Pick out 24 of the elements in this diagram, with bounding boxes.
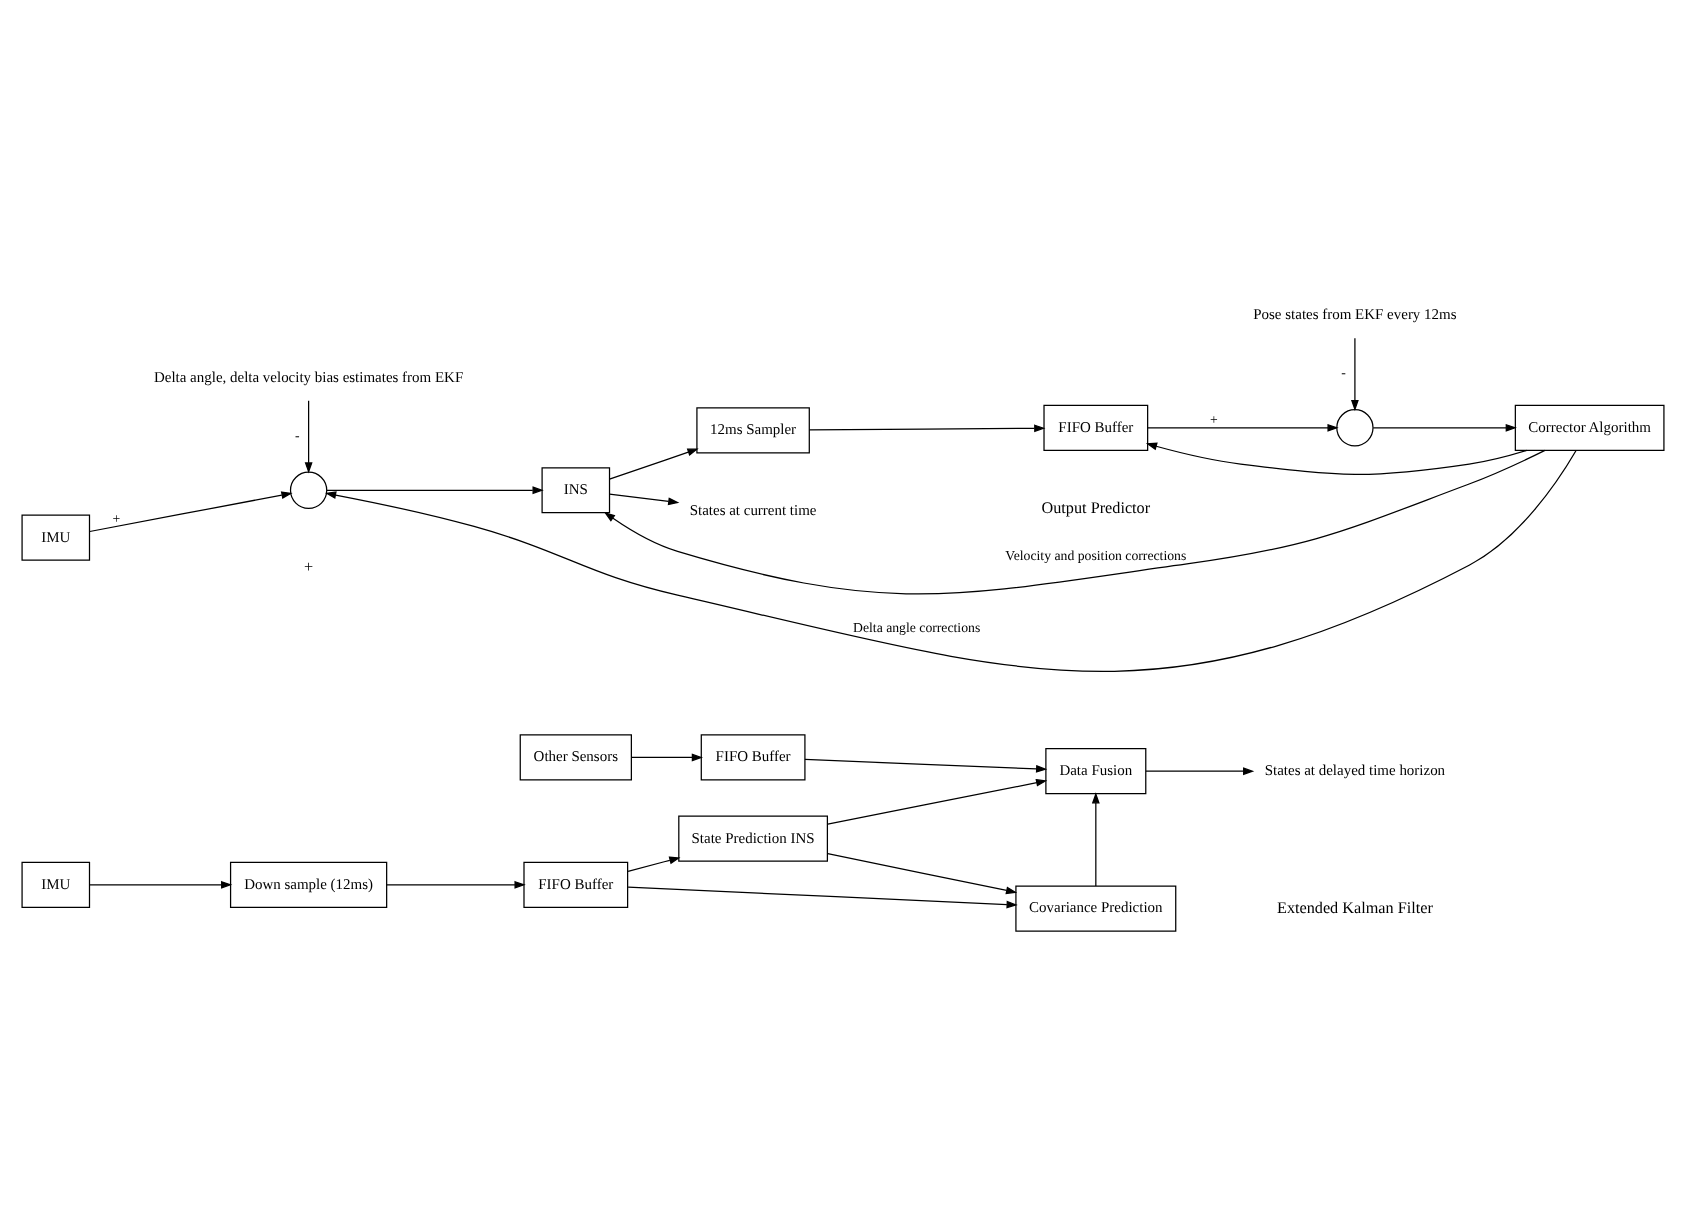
arrow (603, 449, 1546, 595)
arrow (808, 424, 1046, 433)
arrow (627, 886, 1018, 909)
arrow (608, 493, 680, 506)
arrow (608, 448, 699, 480)
arrow (1145, 442, 1528, 475)
arrow (324, 449, 1577, 672)
arrow (89, 880, 233, 889)
arrow (89, 491, 293, 533)
arrow (326, 486, 544, 495)
arrow (1147, 423, 1339, 432)
arrow (827, 778, 1048, 825)
arrow (1372, 423, 1517, 432)
arrow (304, 400, 313, 474)
arrow (1145, 767, 1255, 776)
arrow (827, 853, 1018, 895)
node-circle (1336, 409, 1374, 447)
arrow (627, 856, 681, 872)
arrow (804, 758, 1048, 773)
arrow (630, 753, 703, 762)
arrow (1091, 792, 1100, 887)
arrow (1350, 337, 1359, 412)
node-circle (289, 471, 328, 509)
arrow (386, 880, 526, 889)
